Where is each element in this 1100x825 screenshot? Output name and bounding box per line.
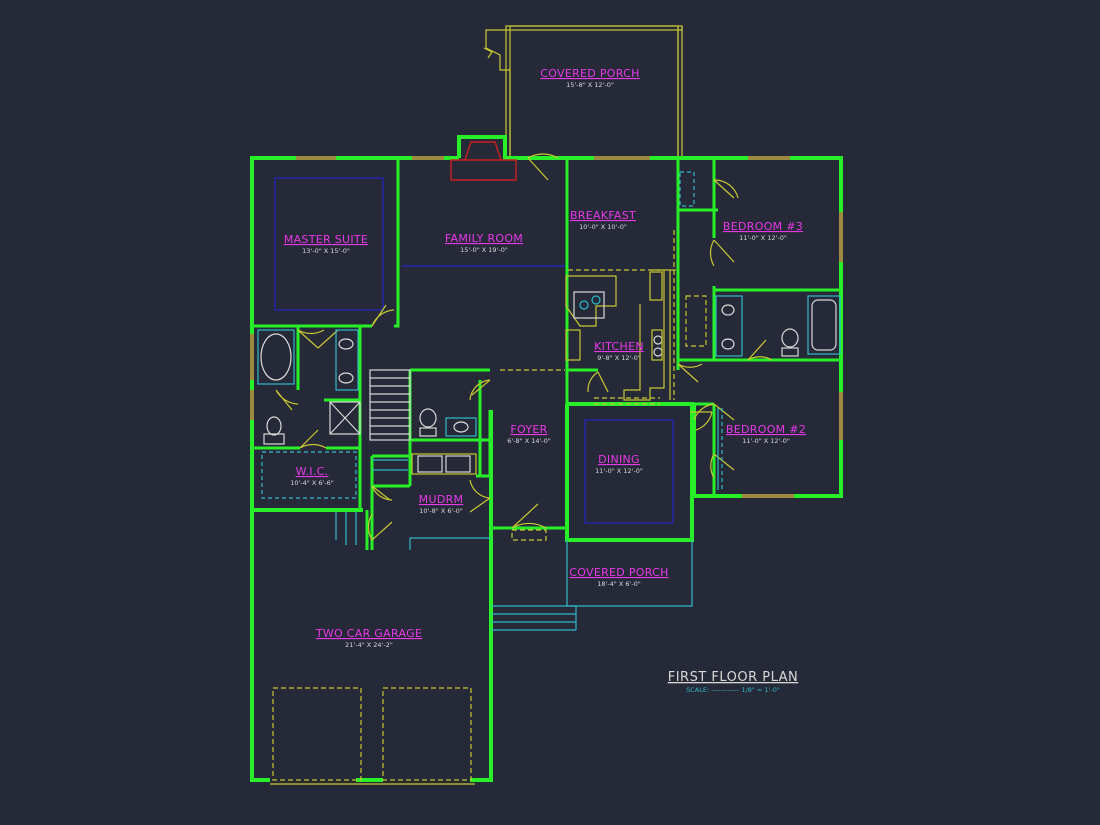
room-label-wic: W.I.C. (296, 465, 329, 478)
room-dims-covered-porch-rear: 15'-8" X 12'-0" (566, 81, 614, 89)
room-label-covered-porch-rear: COVERED PORCH (540, 67, 639, 80)
room-label-master-suite: MASTER SUITE (284, 233, 368, 246)
room-dims-master-suite: 13'-0" X 15'-0" (302, 247, 350, 255)
room-dims-dining: 11'-0" X 12'-0" (595, 467, 643, 475)
room-label-dining: DINING (598, 453, 640, 466)
room-label-breakfast: BREAKFAST (570, 209, 636, 222)
room-dims-bedroom-2: 11'-0" X 12'-0" (742, 437, 790, 445)
room-dims-bedroom-3: 11'-0" X 12'-0" (739, 234, 787, 242)
ceiling-outlines (274, 177, 674, 524)
door-swings (275, 153, 773, 541)
windows (250, 156, 843, 498)
plan-scale: SCALE: ------------ 1/8" = 1'-0" (686, 686, 780, 694)
room-labels: COVERED PORCH 15'-8" X 12'-0" MASTER SUI… (284, 67, 806, 649)
rear-porch-outline (483, 25, 683, 159)
room-dims-kitchen: 9'-8" X 12'-0" (597, 354, 641, 362)
room-label-mudrm: MUDRM (419, 493, 464, 506)
room-dims-wic: 10'-4" X 6'-6" (290, 479, 334, 487)
garage-doors (270, 687, 475, 785)
room-label-two-car-garage: TWO CAR GARAGE (315, 627, 422, 640)
room-dims-foyer: 6'-8" X 14'-0" (507, 437, 551, 445)
kitchen-fixtures (500, 230, 676, 405)
room-label-bedroom-2: BEDROOM #2 (726, 423, 806, 436)
interior-walls (252, 158, 841, 550)
room-label-family-room: FAMILY ROOM (445, 232, 523, 245)
fireplace (450, 141, 517, 181)
plan-title: FIRST FLOOR PLAN (668, 670, 799, 685)
room-label-foyer: FOYER (510, 423, 547, 436)
room-dims-two-car-garage: 21'-4" X 24'-2" (345, 641, 393, 649)
room-dims-family-room: 15'-0" X 19'-0" (460, 246, 508, 254)
room-label-covered-porch-front: COVERED PORCH (569, 566, 668, 579)
bath-fixtures (257, 171, 841, 499)
room-dims-covered-porch-front: 18'-4" X 6'-0" (597, 580, 641, 588)
room-label-kitchen: KITCHEN (594, 340, 644, 353)
front-porch-outline (409, 529, 693, 631)
room-dims-mudrm: 10'-8" X 6'-0" (419, 507, 463, 515)
stairs (335, 369, 411, 545)
room-dims-breakfast: 10'-0" X 10'-0" (579, 223, 627, 231)
plan-title-block: FIRST FLOOR PLAN SCALE: ------------ 1/8… (668, 670, 799, 694)
room-label-bedroom-3: BEDROOM #3 (723, 220, 803, 233)
